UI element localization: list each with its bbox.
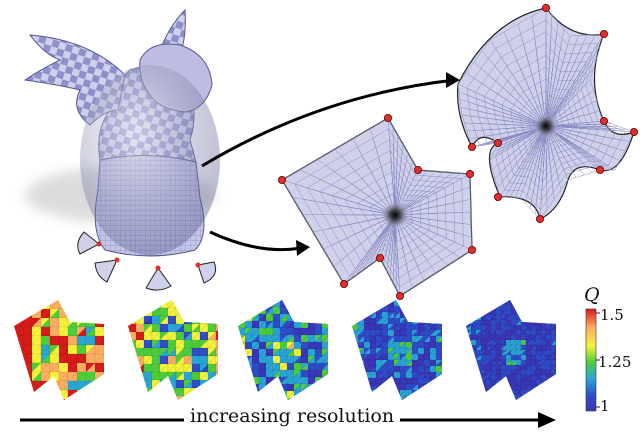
colorbar-tick-label: 1.25 — [598, 353, 631, 371]
cone-marker — [600, 30, 607, 37]
cone-marker — [600, 117, 607, 124]
cone-marker — [384, 114, 391, 121]
quality-panel — [352, 300, 448, 402]
cone-marker — [468, 143, 475, 150]
quality-panels — [14, 300, 561, 408]
quality-panel — [128, 300, 224, 404]
cone-sector — [78, 232, 99, 254]
cone-marker — [468, 246, 475, 253]
arrow-to-polygon-mesh — [210, 232, 300, 250]
cone-marker — [596, 166, 603, 173]
colorbar-title: Q — [584, 284, 600, 306]
colorbar-tick-label: 1 — [600, 397, 610, 415]
cone-sector — [198, 262, 216, 283]
cone-marker — [340, 280, 347, 287]
cone-marker — [494, 139, 501, 146]
arrowhead — [296, 240, 310, 256]
quality-panel — [14, 300, 113, 408]
cone-sector — [95, 260, 117, 282]
cone-marker — [536, 215, 543, 222]
cone-marker — [630, 128, 637, 135]
resolution-label: increasing resolution — [184, 405, 400, 427]
colorbar — [586, 309, 596, 411]
cone-sector — [146, 268, 171, 290]
colorbar-tick-label: 1.5 — [600, 306, 624, 324]
cone-marker — [396, 292, 403, 299]
cone-marker — [466, 170, 473, 177]
gargoyle-statue — [25, 10, 220, 256]
quality-panel — [238, 300, 336, 405]
statue-shading — [80, 65, 220, 255]
curved-parameterization-mesh — [458, 4, 638, 222]
cone-marker — [376, 254, 383, 261]
quality-panel — [466, 300, 561, 405]
cone-marker — [414, 166, 421, 173]
polygon-parameterization-mesh — [278, 114, 475, 299]
cone-marker — [494, 193, 501, 200]
arrowhead — [538, 412, 556, 428]
cone-marker — [278, 176, 285, 183]
cone-marker — [542, 4, 549, 11]
